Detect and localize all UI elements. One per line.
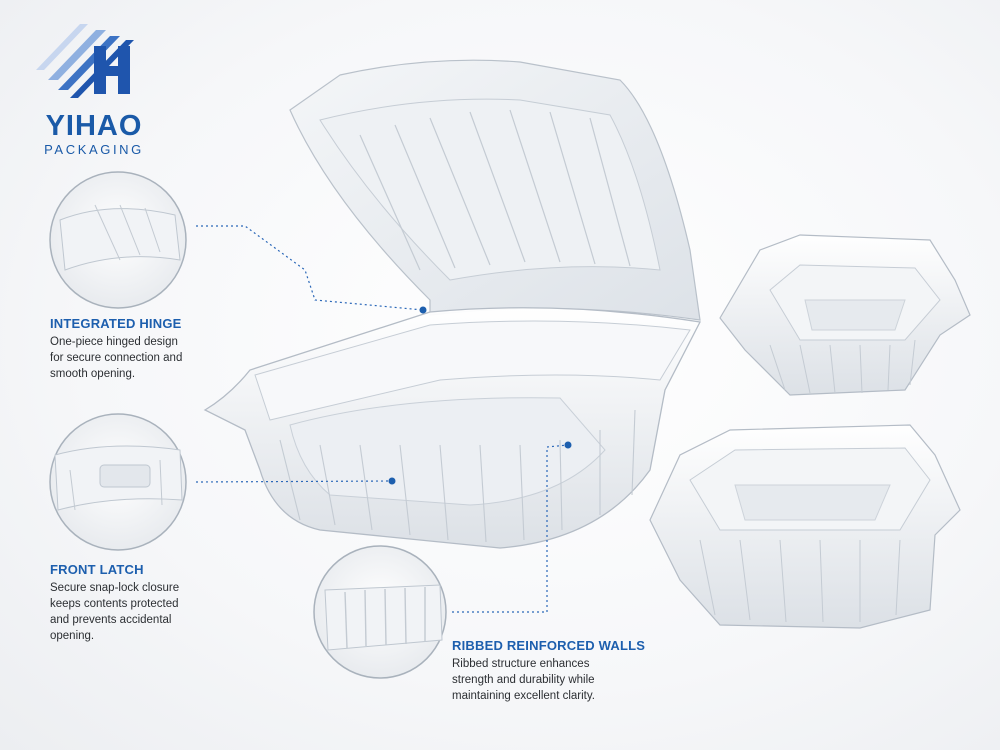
latch-closeup-icon <box>49 413 187 551</box>
desc-line: Ribbed structure enhances <box>452 658 590 670</box>
ribs-leader-line <box>452 444 569 613</box>
desc-line: One-piece hinged design <box>50 336 178 348</box>
closed-container-top <box>719 234 971 396</box>
latch-marker-dot <box>388 477 396 485</box>
brand-logo: YIHAO PACKAGING <box>20 18 150 157</box>
ribbed-wall-closeup-icon <box>313 545 447 679</box>
closed-container-bottom <box>649 424 961 629</box>
feature-title: INTEGRATED HINGE <box>50 316 182 331</box>
hinge-leader-line <box>196 225 424 311</box>
hinge-closeup-icon <box>49 171 187 309</box>
brand-name: YIHAO <box>45 110 143 142</box>
desc-line: for secure connection and <box>50 352 183 364</box>
brand-subtitle: PACKAGING <box>44 142 144 157</box>
desc-line: keeps contents protected <box>50 598 179 610</box>
feature-title: RIBBED REINFORCED WALLS <box>452 638 646 653</box>
feature-desc: One-piece hinged design for secure conne… <box>50 334 210 382</box>
feature-title: FRONT LATCH <box>50 562 144 577</box>
feature-desc: Secure snap-lock closure keeps contents … <box>50 580 210 644</box>
desc-line: strength and durability while <box>452 674 595 686</box>
ribs-marker-dot <box>564 441 572 449</box>
hinge-marker-dot <box>419 306 427 314</box>
feature-desc: Ribbed structure enhances strength and d… <box>452 656 642 704</box>
desc-line: Secure snap-lock closure <box>50 582 180 594</box>
desc-line: maintaining excellent clarity. <box>452 690 595 702</box>
desc-line: smooth opening. <box>50 368 136 380</box>
yihao-logo-icon <box>36 24 134 98</box>
desc-line: and prevents accidental <box>50 614 172 626</box>
main-container <box>203 59 701 549</box>
desc-line: opening. <box>50 630 95 642</box>
